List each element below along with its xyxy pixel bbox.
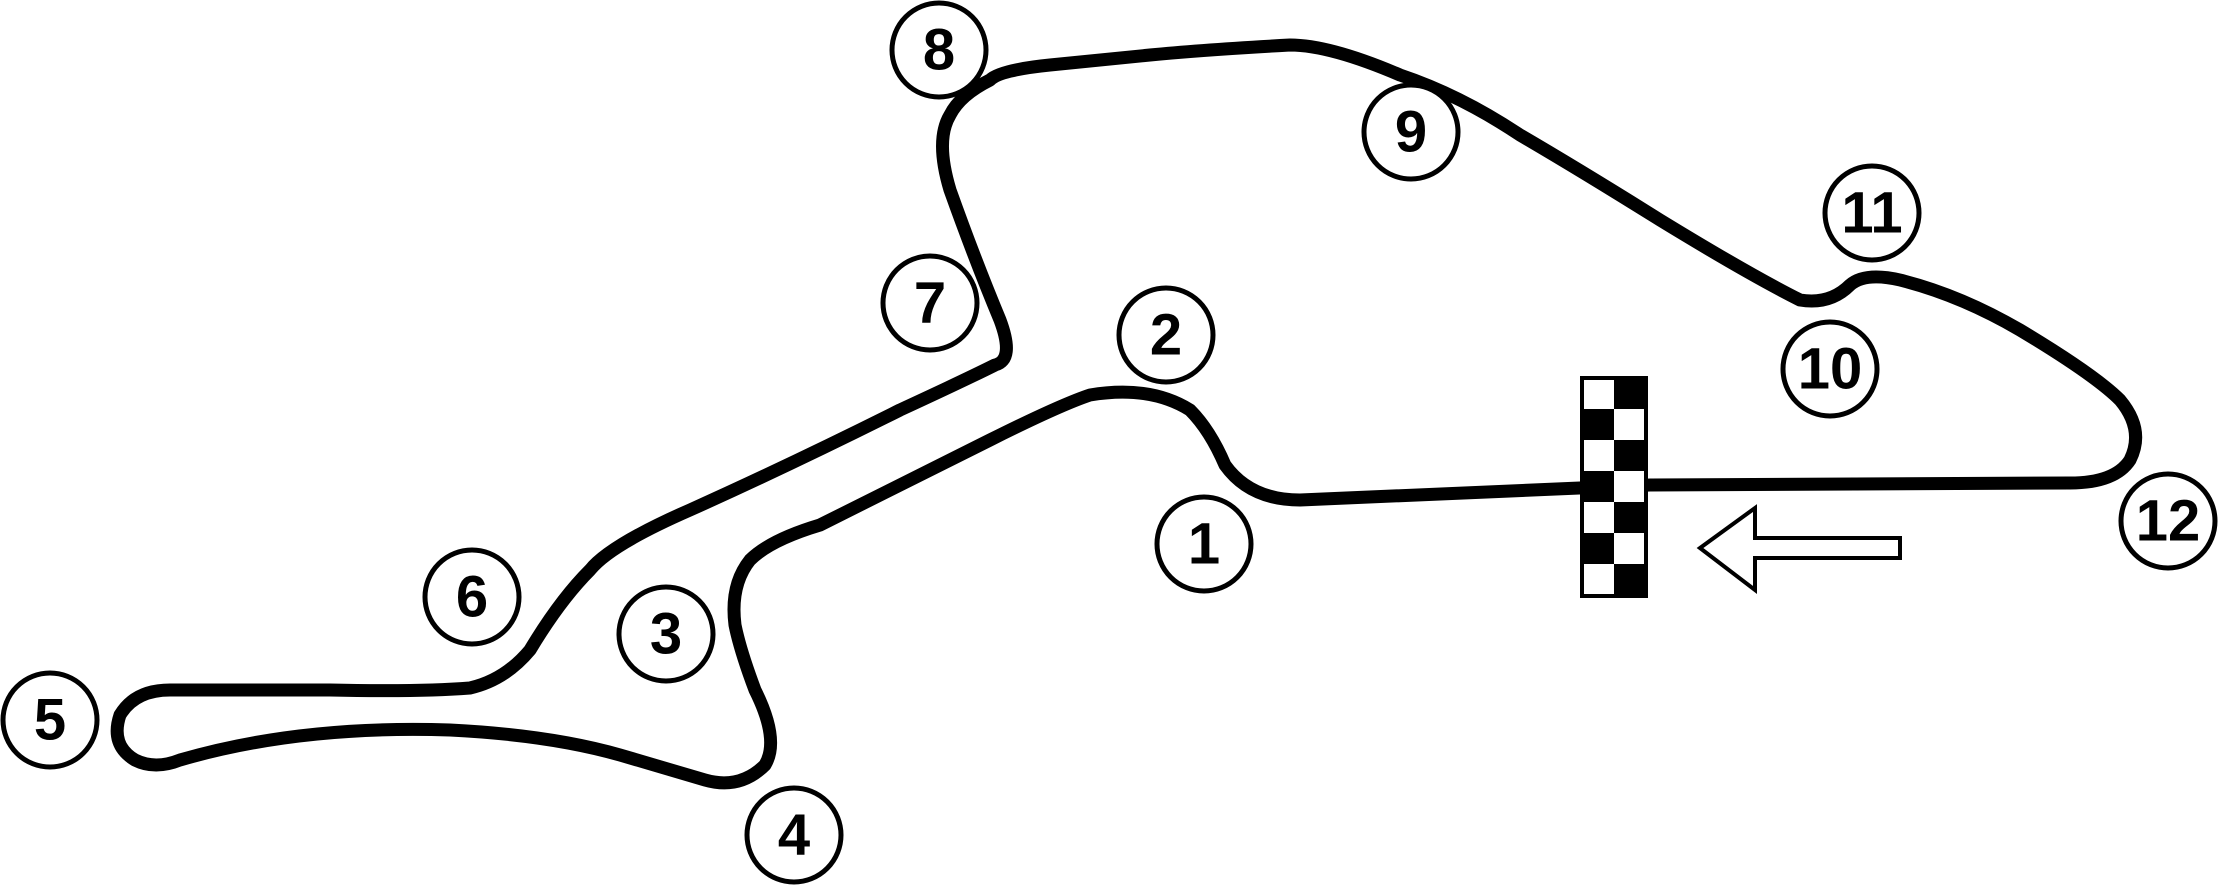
turn-marker-5: 5: [0, 670, 100, 770]
flag-cell: [1614, 440, 1646, 471]
race-track: [110, 38, 2143, 790]
turn-marker-3: 3: [616, 584, 716, 684]
turn-marker-1: 1: [1154, 494, 1254, 594]
turn-label: 7: [914, 271, 946, 336]
turn-label: 10: [1798, 337, 1863, 402]
turn-marker-6: 6: [422, 547, 522, 647]
turn-label: 8: [923, 18, 955, 83]
turn-label: 9: [1395, 100, 1427, 165]
flag-cell: [1582, 409, 1614, 440]
flag-cell: [1614, 502, 1646, 533]
turn-marker-7: 7: [880, 253, 980, 353]
turn-marker-2: 2: [1116, 285, 1216, 385]
turn-label: 2: [1150, 303, 1182, 368]
turn-label: 1: [1188, 512, 1220, 577]
turn-marker-12: 12: [2118, 471, 2218, 571]
turn-label: 5: [34, 688, 66, 753]
arrow-left-icon: [1696, 504, 1902, 595]
turn-label: 12: [2136, 489, 2201, 554]
flag-cell: [1614, 564, 1646, 595]
turn-marker-10: 10: [1780, 319, 1880, 419]
flag-cell: [1582, 533, 1614, 564]
turn-marker-4: 4: [744, 785, 844, 885]
turn-marker-8: 8: [889, 0, 989, 100]
turn-marker-9: 9: [1361, 82, 1461, 182]
flag-cell: [1582, 471, 1614, 502]
turn-label: 6: [456, 565, 488, 630]
checkered-flag-icon: [1580, 376, 1648, 598]
flag-cell: [1614, 378, 1646, 409]
turn-label: 4: [778, 803, 810, 868]
turn-label: 11: [1841, 181, 1902, 246]
turn-label: 3: [650, 602, 682, 667]
turn-marker-11: 11: [1822, 163, 1922, 263]
